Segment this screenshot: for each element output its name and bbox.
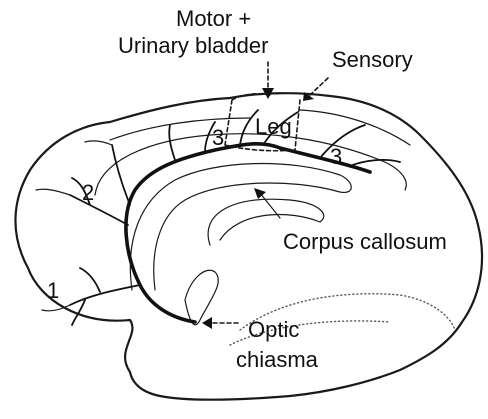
artery-branch-2 bbox=[70, 178, 128, 225]
sensory-arrow-line bbox=[310, 78, 328, 95]
thalamus-outline bbox=[185, 270, 218, 325]
label-region-3-left: 3 bbox=[212, 125, 224, 150]
label-sensory: Sensory bbox=[332, 47, 413, 72]
artery-branch-1 bbox=[70, 268, 140, 325]
corpus-callosum-shape bbox=[130, 164, 351, 290]
label-leg: Leg bbox=[255, 114, 292, 139]
label-bladder: Urinary bladder bbox=[118, 33, 268, 58]
artery-branch-3 bbox=[112, 145, 130, 205]
label-region-1: 1 bbox=[47, 278, 59, 303]
label-optic: Optic bbox=[248, 317, 299, 342]
corpus-callosum-arrow-line bbox=[260, 193, 280, 218]
label-region-2: 2 bbox=[82, 180, 94, 205]
label-corpus-callosum: Corpus callosum bbox=[283, 229, 447, 254]
label-chiasma: chiasma bbox=[236, 347, 319, 372]
label-region-3-right: 3 bbox=[330, 144, 342, 169]
label-motor: Motor + bbox=[176, 6, 251, 31]
optic-arrowhead bbox=[202, 317, 212, 329]
